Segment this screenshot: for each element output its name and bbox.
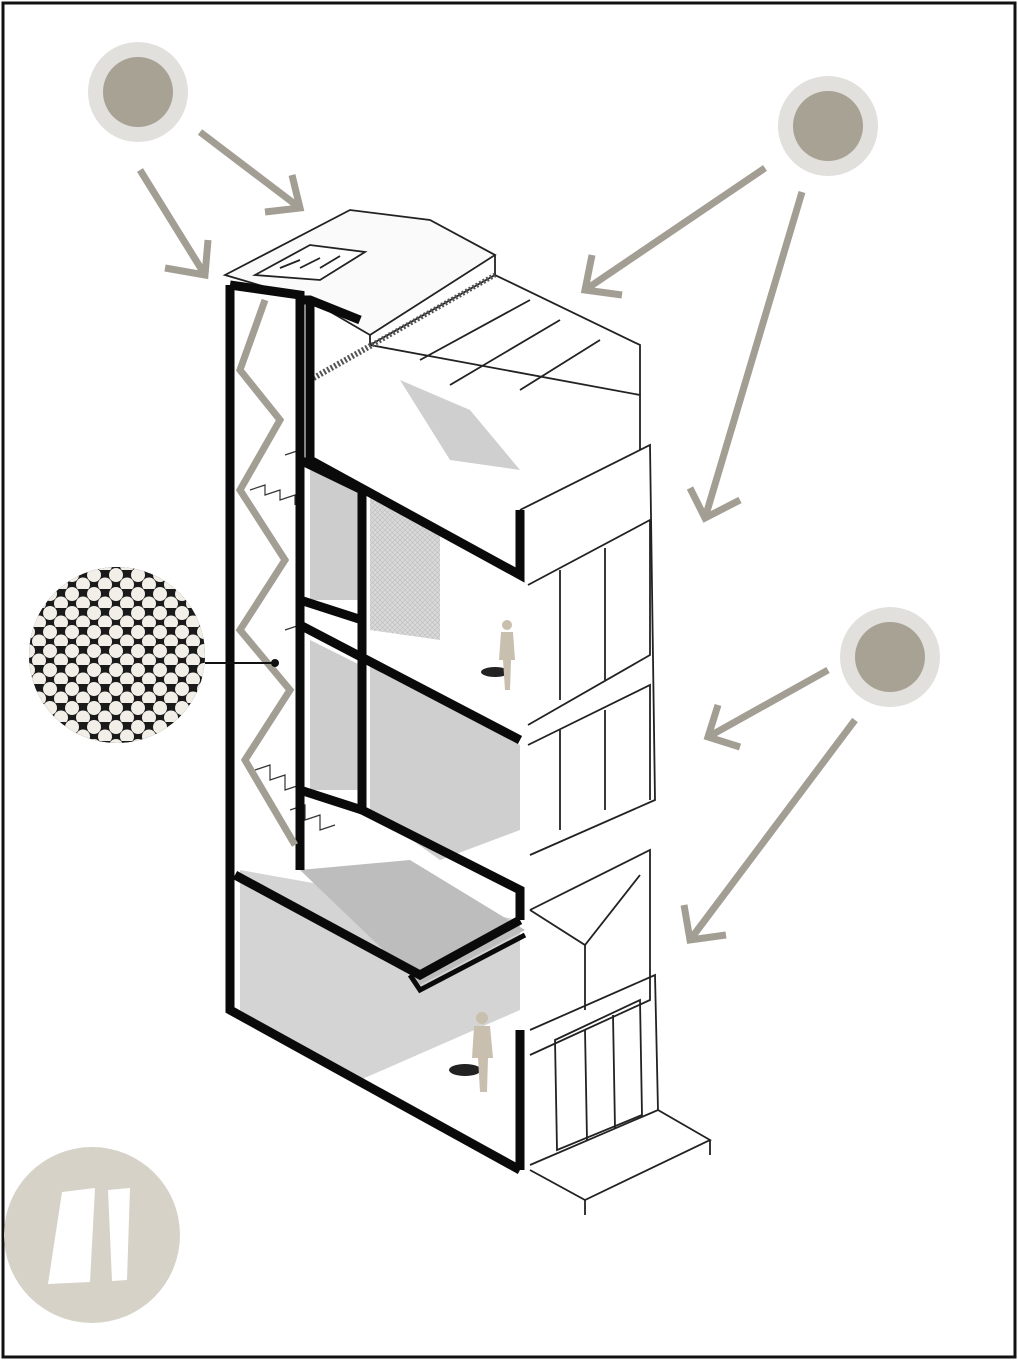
floor2-shade [370, 660, 520, 860]
sun-top-right [778, 76, 878, 176]
person-upper-floor [481, 620, 515, 690]
arrow-mid-right-b [680, 717, 858, 944]
sun-middle-right [840, 607, 940, 707]
arrow-top-right-a [580, 165, 767, 299]
sun-ray-arrows [137, 129, 858, 944]
logo-mark-icon [4, 1147, 180, 1323]
arrow-top-left-a [137, 168, 212, 280]
top-floor-shade [400, 380, 520, 470]
right-facade [519, 443, 712, 1215]
section-walls [225, 280, 525, 1174]
arrow-top-left-b [197, 129, 305, 216]
building-section [222, 209, 712, 1215]
sun-top-left [88, 42, 188, 142]
panel-leader-dot [271, 659, 279, 667]
slab-underside-shade [300, 860, 525, 985]
person-ground-floor [449, 1012, 493, 1092]
airflow-path [235, 298, 299, 847]
stair-shade-mid [310, 640, 360, 790]
cantilever-slab-edge [407, 932, 527, 994]
perforated-panel-icon [29, 567, 205, 743]
stair-shade-upper [310, 470, 360, 600]
arrow-mid-right-a [703, 666, 830, 751]
arrow-top-right-b [686, 191, 806, 523]
mesh-screen [370, 490, 440, 640]
